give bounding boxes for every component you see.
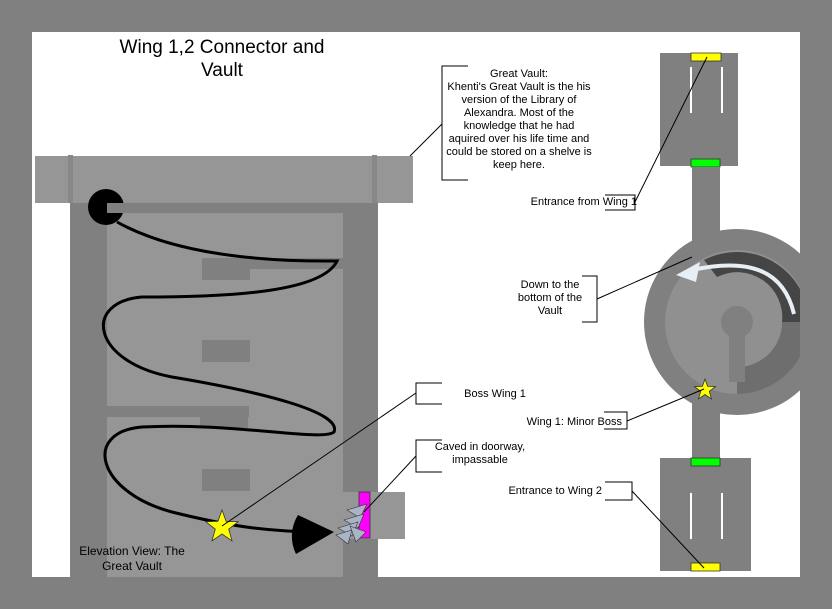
caved-in-label: Caved in doorway, impassable [434, 441, 526, 466]
wing1-room [660, 53, 738, 166]
cone-of-vision [291, 515, 334, 554]
shelf [107, 406, 249, 417]
diagram-svg [35, 52, 800, 577]
ledge-post-right [372, 155, 377, 203]
spiral-path [102, 220, 340, 534]
great-vault-callout: Great Vault: Khenti's Great Vault is the… [444, 68, 594, 172]
wing2-room [660, 458, 751, 571]
wing2-door-green [690, 457, 721, 467]
vault-pillar-stem [729, 327, 745, 382]
rubble [335, 503, 368, 545]
shelf [202, 340, 250, 362]
ramp-shadow [737, 322, 800, 394]
plan-view [644, 52, 800, 572]
diagram-canvas: Wing 1,2 Connector and Vault Great Vault… [32, 32, 800, 577]
shaft-entry-hole [88, 189, 124, 225]
wing2-marker [721, 493, 723, 539]
wing2-door-yellow [690, 562, 721, 572]
minor-boss-label: Wing 1: Minor Boss [526, 416, 622, 428]
great-vault-body: Khenti's Great Vault is the his version … [446, 81, 592, 171]
entry-notch [107, 203, 125, 213]
great-vault-heading: Great Vault: [490, 68, 548, 80]
elevation-caption: Elevation View: The Great Vault [79, 544, 185, 573]
elevation-view [35, 155, 413, 577]
down-to-bottom-label: Down to the bottom of the Vault [517, 279, 583, 317]
wing1-marker [721, 67, 723, 113]
wing1-door-yellow [690, 52, 722, 62]
shelf [202, 258, 250, 280]
shaft-top-beam [107, 203, 343, 213]
minor-boss-star-icon [693, 377, 717, 400]
callout-lines [221, 56, 708, 569]
top-ledge [35, 156, 413, 203]
shelf [202, 469, 250, 491]
ramp-shadow [704, 251, 800, 322]
boss-wing1-label: Boss Wing 1 [464, 388, 526, 400]
wing1-door-green [690, 158, 721, 168]
wing2-marker [690, 493, 692, 539]
descend-arrow-head [676, 262, 700, 282]
descend-arrow [691, 263, 796, 315]
entrance-to-wing2-label: Entrance to Wing 2 [508, 485, 602, 497]
shelf [202, 258, 344, 269]
shelf [200, 406, 248, 428]
entrance-from-wing1-label: Entrance from Wing 1 [530, 196, 637, 208]
page-title: Wing 1,2 Connector and Vault [119, 37, 325, 81]
ledge-post-left [68, 155, 73, 203]
